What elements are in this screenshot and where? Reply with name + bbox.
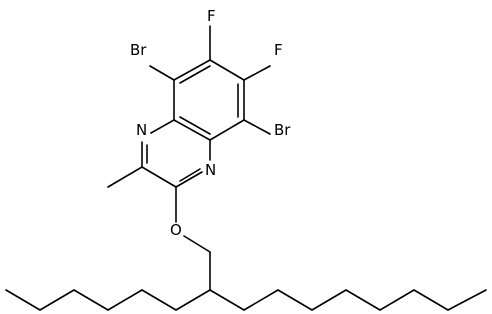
bond-c4a-br: [149, 65, 175, 81]
bond-hex-6: [5, 289, 41, 311]
bond-c7-c8: [209, 119, 245, 141]
bond-hex-4: [73, 289, 109, 311]
bond-oct-7: [413, 289, 449, 311]
bond-oct-6: [379, 289, 415, 311]
bond-o-ch2: [183, 235, 211, 253]
atom-label-n-bottom: N: [205, 161, 216, 179]
atom-label-f-top: F: [207, 7, 216, 25]
bond-c3-n4: [175, 171, 203, 188]
bond-oct-3: [277, 289, 313, 311]
bond-c7-br: [243, 119, 271, 135]
bond-c5-c6: [209, 59, 245, 81]
bond-c2-c3: [141, 166, 177, 188]
bond-c4a-c5: [173, 59, 211, 81]
bond-c8a-n1: [150, 119, 175, 134]
atom-label-br-top: Br: [130, 41, 147, 59]
bond-oct-8: [447, 289, 487, 311]
atom-label-o-ether: O: [170, 221, 182, 239]
bond-lines: [5, 25, 487, 311]
bond-oct-1: [209, 289, 245, 311]
bond-oct-4: [311, 289, 347, 311]
bond-hex-1: [175, 289, 211, 311]
bond-c6-f: [243, 65, 271, 81]
bond-hex-5: [39, 289, 75, 311]
bond-hex-2: [141, 289, 177, 311]
bond-oct-5: [345, 289, 381, 311]
bond-c8-c8a-inner: [179, 116, 211, 135]
bond-c4a-c5-inner: [179, 65, 211, 84]
bond-hex-3: [107, 289, 143, 311]
atom-label-n-top: N: [136, 121, 147, 139]
bond-oct-2: [243, 289, 279, 311]
bond-methyl: [107, 166, 143, 188]
atom-label-f-right: F: [274, 41, 283, 59]
atom-label-br-right: Br: [274, 121, 291, 139]
bond-c3-n4-inner: [179, 168, 201, 182]
bond-c8-c8a: [173, 119, 211, 141]
